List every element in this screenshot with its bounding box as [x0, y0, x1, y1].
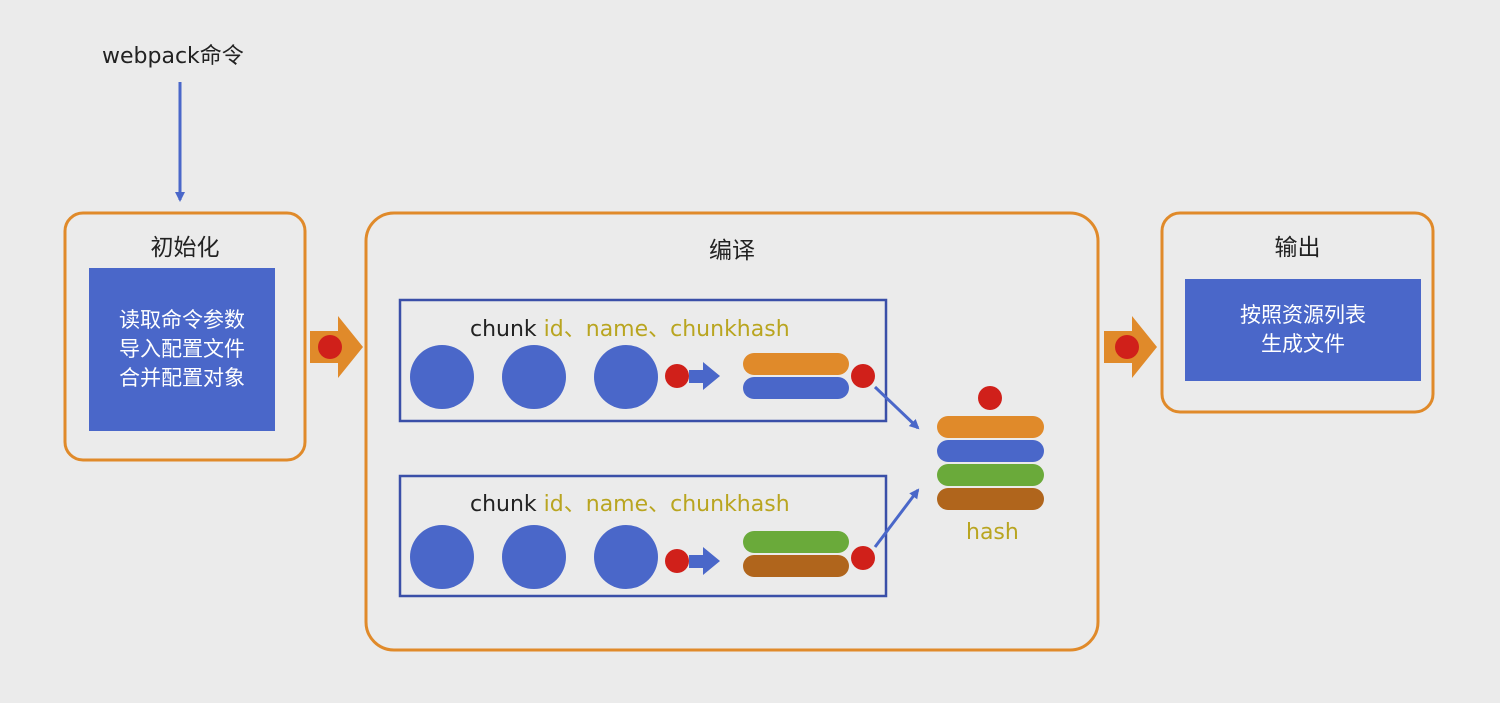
chunk-1-layer-orange	[743, 353, 849, 375]
hash-layer-orange	[937, 416, 1044, 438]
blue-arrow	[689, 362, 720, 390]
chunk-2-layer-green	[743, 531, 849, 553]
module-circle	[502, 345, 566, 409]
output-line-2: 生成文件	[1261, 332, 1345, 356]
chunk-box-1	[398, 298, 888, 423]
chunk-word: chunk	[470, 492, 537, 517]
compile-title: 编译	[709, 238, 755, 264]
init-title: 初始化	[150, 235, 220, 261]
red-dot	[851, 546, 875, 570]
init-line-2: 导入配置文件	[119, 337, 245, 361]
output-line-1: 按照资源列表	[1240, 303, 1366, 327]
red-dot	[665, 549, 689, 573]
output-container	[1160, 211, 1435, 414]
hash-label: hash	[966, 520, 1019, 545]
init-content: 读取命令参数 导入配置文件 合并配置对象	[89, 268, 275, 431]
chunk-word: chunk	[470, 317, 537, 342]
hash-layer-blue	[937, 440, 1044, 462]
output-content: 按照资源列表 生成文件	[1185, 279, 1421, 381]
module-circle	[502, 525, 566, 589]
red-dot	[665, 364, 689, 388]
chunk-2-to-hash-arrow	[873, 488, 920, 548]
init-line-1: 读取命令参数	[119, 308, 245, 332]
chunk-1-label: chunk id、name、chunkhash	[470, 311, 790, 343]
module-circle	[594, 345, 658, 409]
module-circle	[410, 525, 474, 589]
hash-layer-green	[937, 464, 1044, 486]
chunk-1-layer-blue	[743, 377, 849, 399]
chunk-1-to-hash-arrow	[873, 385, 920, 430]
output-title: 输出	[1274, 235, 1321, 261]
hash-layer-brown	[937, 488, 1044, 510]
blue-arrow	[689, 547, 720, 575]
chunk-keys: id、name、chunkhash	[543, 317, 790, 342]
chunk-2-layer-brown	[743, 555, 849, 577]
flow-arrow-init-to-compile	[310, 316, 363, 378]
chunk-2-label: chunk id、name、chunkhash	[470, 486, 790, 518]
init-line-3: 合并配置对象	[119, 366, 245, 390]
flow-arrow-compile-to-output	[1104, 316, 1157, 378]
module-circle	[410, 345, 474, 409]
module-circle	[594, 525, 658, 589]
chunk-box-2	[398, 474, 888, 598]
compile-container	[364, 211, 1100, 652]
red-dot	[978, 386, 1002, 410]
chunk-keys: id、name、chunkhash	[543, 492, 790, 517]
command-label: webpack命令	[102, 44, 244, 69]
init-container	[63, 211, 307, 462]
red-dot	[851, 364, 875, 388]
